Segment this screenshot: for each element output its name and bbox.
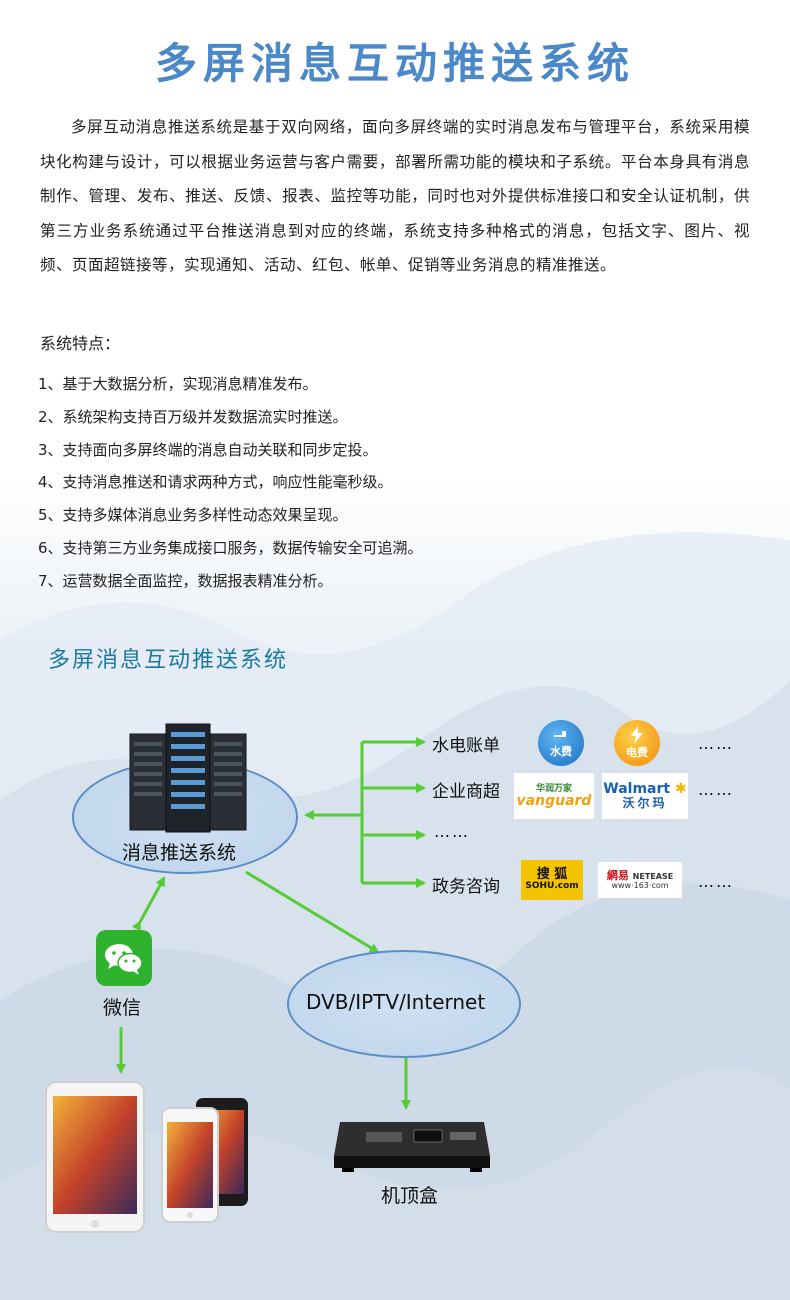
water-fee-text: 水费 bbox=[550, 745, 572, 758]
arrow-to-network bbox=[245, 870, 380, 954]
page-title: 多屏消息互动推送系统 bbox=[154, 39, 635, 88]
intro-paragraph: 多屏互动消息推送系统是基于双向网络，面向多屏终端的实时消息发布与管理平台，系统采… bbox=[40, 118, 750, 274]
features-heading: 系统特点： bbox=[40, 334, 121, 353]
feature-item: 7、运营数据全面监控，数据报表精准分析。 bbox=[38, 571, 333, 590]
branch-label-bill: 水电账单 bbox=[432, 736, 500, 756]
vanguard-logo: 华润万家 vanguard bbox=[514, 773, 594, 819]
set-top-box-icon bbox=[334, 1122, 490, 1172]
feature-item: 1、基于大数据分析，实现消息精准发布。 bbox=[38, 375, 318, 393]
branch-label-retail: 企业商超 bbox=[432, 782, 500, 802]
netease-cn: 網易 bbox=[606, 868, 629, 882]
wechat-icon bbox=[96, 930, 152, 986]
feature-item: 3、支持面向多屏终端的消息自动关联和同步定投。 bbox=[38, 440, 378, 459]
bill-more: …… bbox=[698, 734, 734, 753]
server-rack-icon bbox=[129, 723, 247, 833]
feature-item: 4、支持消息推送和请求两种方式，响应性能毫秒级。 bbox=[38, 473, 393, 492]
netease-url: www·163·com bbox=[611, 880, 669, 890]
vanguard-cn: 华润万家 bbox=[535, 783, 572, 794]
walmart-logo: Walmart ✱ 沃尔玛 bbox=[602, 773, 688, 819]
netease-logo: 網易 NETEASE www·163·com bbox=[598, 862, 682, 898]
electricity-fee-text: 电费 bbox=[626, 746, 648, 759]
wechat-label: 微信 bbox=[103, 997, 142, 1019]
electricity-fee-icon: 电费 bbox=[614, 720, 660, 766]
branch-label-gov: 政务咨询 bbox=[432, 877, 500, 897]
center-system-label: 消息推送系统 bbox=[122, 842, 237, 864]
mobile-devices-icon bbox=[45, 1081, 248, 1233]
gov-more: …… bbox=[698, 872, 734, 891]
water-fee-icon: 水费 bbox=[538, 720, 584, 766]
feature-item: 2、系统架构支持百万级并发数据流实时推送。 bbox=[38, 407, 348, 426]
network-label: DVB/IPTV/Internet bbox=[306, 990, 486, 1014]
walmart-en: Walmart bbox=[603, 780, 671, 797]
arrow-wechat-center bbox=[131, 876, 166, 932]
features-list: 1、基于大数据分析，实现消息精准发布。 2、系统架构支持百万级并发数据流实时推送… bbox=[38, 368, 423, 598]
diagram-title: 多屏消息互动推送系统 bbox=[48, 648, 289, 673]
netease-en: NETEASE bbox=[632, 871, 674, 881]
vanguard-en: vanguard bbox=[516, 792, 592, 809]
retail-more: …… bbox=[698, 780, 734, 799]
sohu-cn: 搜 狐 bbox=[536, 866, 568, 882]
walmart-spark-icon: ✱ bbox=[670, 780, 687, 797]
branch-label-more: …… bbox=[434, 822, 470, 841]
sohu-en: SOHU.com bbox=[525, 881, 579, 892]
stb-label: 机顶盒 bbox=[381, 1185, 439, 1207]
feature-item: 6、支持第三方业务集成接口服务，数据传输安全可追溯。 bbox=[38, 538, 423, 557]
network-ellipse bbox=[287, 950, 521, 1058]
sohu-logo: 搜 狐 SOHU.com bbox=[521, 860, 583, 900]
walmart-cn: 沃尔玛 bbox=[622, 796, 668, 811]
feature-item: 5、支持多媒体消息业务多样性动态效果呈现。 bbox=[38, 506, 348, 525]
